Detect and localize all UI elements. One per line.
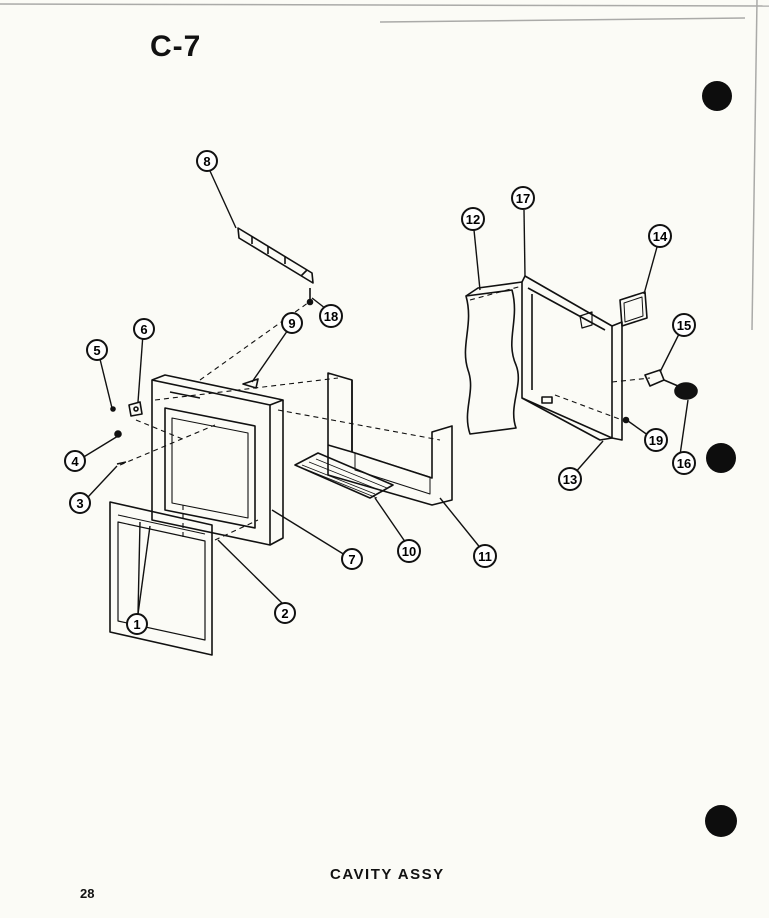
part-10-grille [294,452,394,499]
callout-15-label: 15 [677,318,691,333]
callout-4-label: 4 [71,454,79,469]
punch-hole-top [702,81,732,111]
callout-8: 8 [196,150,218,172]
part-19-screw [622,416,630,424]
part-9-screw [242,378,259,389]
callout-9: 9 [281,312,303,334]
callout-12: 12 [461,207,485,231]
callout-11-label: 11 [478,549,492,564]
part-12-insulation [464,281,523,435]
callout-16: 16 [672,451,696,475]
part-4-washer [114,430,122,438]
callout-1-label: 1 [133,617,140,632]
callout-19: 19 [644,428,668,452]
part-8-bracket [237,227,314,284]
part-13-side-panel [521,275,623,441]
callout-14-label: 14 [653,229,668,244]
callout-6-label: 6 [140,322,147,337]
callout-17: 17 [511,186,535,210]
callout-13: 13 [558,467,582,491]
callout-3: 3 [69,492,91,514]
callout-7-label: 7 [348,552,355,567]
callout-10: 10 [397,539,421,563]
page-number: 28 [80,886,95,901]
callout-15: 15 [672,313,696,337]
part-7-front-frame [151,374,284,546]
callout-6: 6 [133,318,155,340]
punch-hole-middle [706,443,736,473]
part-16-lamp-bulb [663,379,698,400]
callout-5: 5 [86,339,108,361]
assembly-dashed-lines [119,285,651,541]
part-11-cavity-bottom [327,372,453,506]
diagram-caption: CAVITY ASSY [330,866,445,883]
part-3-screw [116,461,127,465]
callout-16-label: 16 [677,456,691,471]
callout-7: 7 [341,548,363,570]
page-code: C-7 [150,30,202,63]
punch-hole-bottom [705,805,737,837]
callout-8-label: 8 [203,154,210,169]
callout-1: 1 [126,613,148,635]
callout-3-label: 3 [76,496,83,511]
callout-11: 11 [473,544,497,568]
callout-10-label: 10 [402,544,416,559]
part-1-door-panel [109,501,213,656]
callout-19-label: 19 [649,433,663,448]
callout-18: 18 [319,304,343,328]
callout-12-label: 12 [466,212,480,227]
callout-2-label: 2 [281,606,288,621]
part-14-gasket [619,291,648,327]
scan-edge-noise [0,0,769,331]
callout-2: 2 [274,602,296,624]
part-6-latch [128,401,143,417]
part-18-screw [306,288,314,306]
callout-5-label: 5 [93,343,100,358]
callout-18-label: 18 [324,309,338,324]
callout-9-label: 9 [288,316,295,331]
callout-13-label: 13 [563,472,577,487]
callout-17-label: 17 [516,191,530,206]
leader-lines [81,170,689,615]
callout-4: 4 [64,450,86,472]
callout-14: 14 [648,224,672,248]
